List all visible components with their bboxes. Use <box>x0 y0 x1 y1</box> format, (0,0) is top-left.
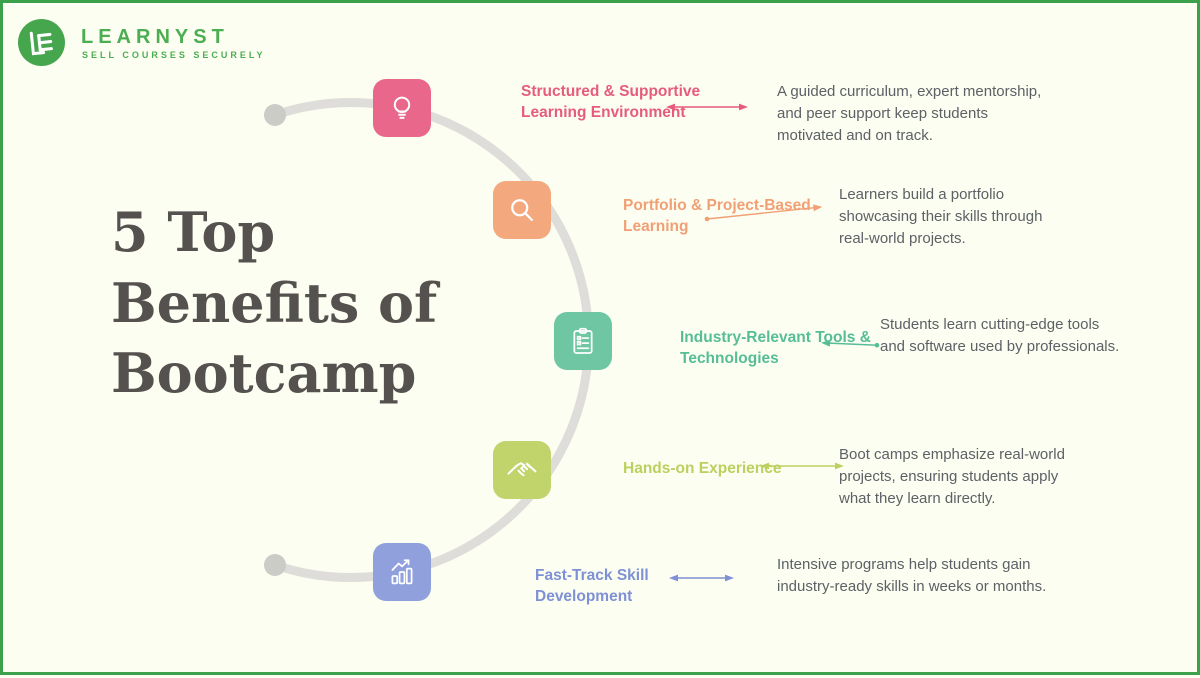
benefit-heading-fast-track: Fast-Track Skill Development <box>535 567 649 606</box>
connector-hands-on <box>760 462 844 470</box>
benefit-description-industry-tools: Students learn cutting-edge tools and so… <box>880 316 1120 356</box>
benefit-description-hands-on: Boot camps emphasize real-world projects… <box>839 446 1065 508</box>
page-title: 5 Top Benefits of Bootcamp <box>111 197 441 409</box>
connector-portfolio <box>704 204 823 222</box>
benefit-description-structured-learning: A guided curriculum, expert mentorship, … <box>777 83 1042 145</box>
structured-learning-tile <box>373 79 431 137</box>
connector-structured-learning <box>666 103 748 111</box>
benefit-description-fast-track: Intensive programs help students gain in… <box>777 556 1047 596</box>
connector-fast-track <box>669 574 734 582</box>
learnyst-logo <box>18 19 65 66</box>
title-line-1: 5 Top <box>111 200 276 264</box>
fast-track-tile <box>373 543 431 601</box>
benefit-description-portfolio: Learners build a portfolio showcasing th… <box>839 186 1043 248</box>
magnifier-icon <box>511 199 533 221</box>
hands-on-tile <box>493 441 551 499</box>
checklist-icon <box>573 327 593 354</box>
benefit-heading-hands-on: Hands-on Experience <box>623 460 782 477</box>
arc-end-dot <box>264 554 286 576</box>
lightbulb-icon <box>393 96 411 119</box>
title-line-3: Bootcamp <box>111 341 417 406</box>
logo-tagline: SELL COURSES SECURELY <box>82 50 266 60</box>
industry-tools-tile <box>554 312 612 370</box>
arc-start-dot <box>264 104 286 126</box>
timeline-arc <box>270 98 593 582</box>
benefit-heading-portfolio: Portfolio & Project-Based Learning <box>623 197 811 236</box>
portfolio-tile <box>493 181 551 239</box>
logo-name: LEARNYST <box>81 26 229 48</box>
connector-industry-tools <box>821 339 880 348</box>
benefit-heading-industry-tools: Industry-Relevant Tools & Technologies <box>680 329 871 368</box>
bar-chart-icon <box>391 559 413 585</box>
benefit-heading-structured-learning: Structured & Supportive Learning Environ… <box>521 83 701 122</box>
title-line-2: Benefits of <box>111 270 438 335</box>
handshake-icon <box>507 462 537 477</box>
learnyst-monogram-icon <box>29 31 53 56</box>
